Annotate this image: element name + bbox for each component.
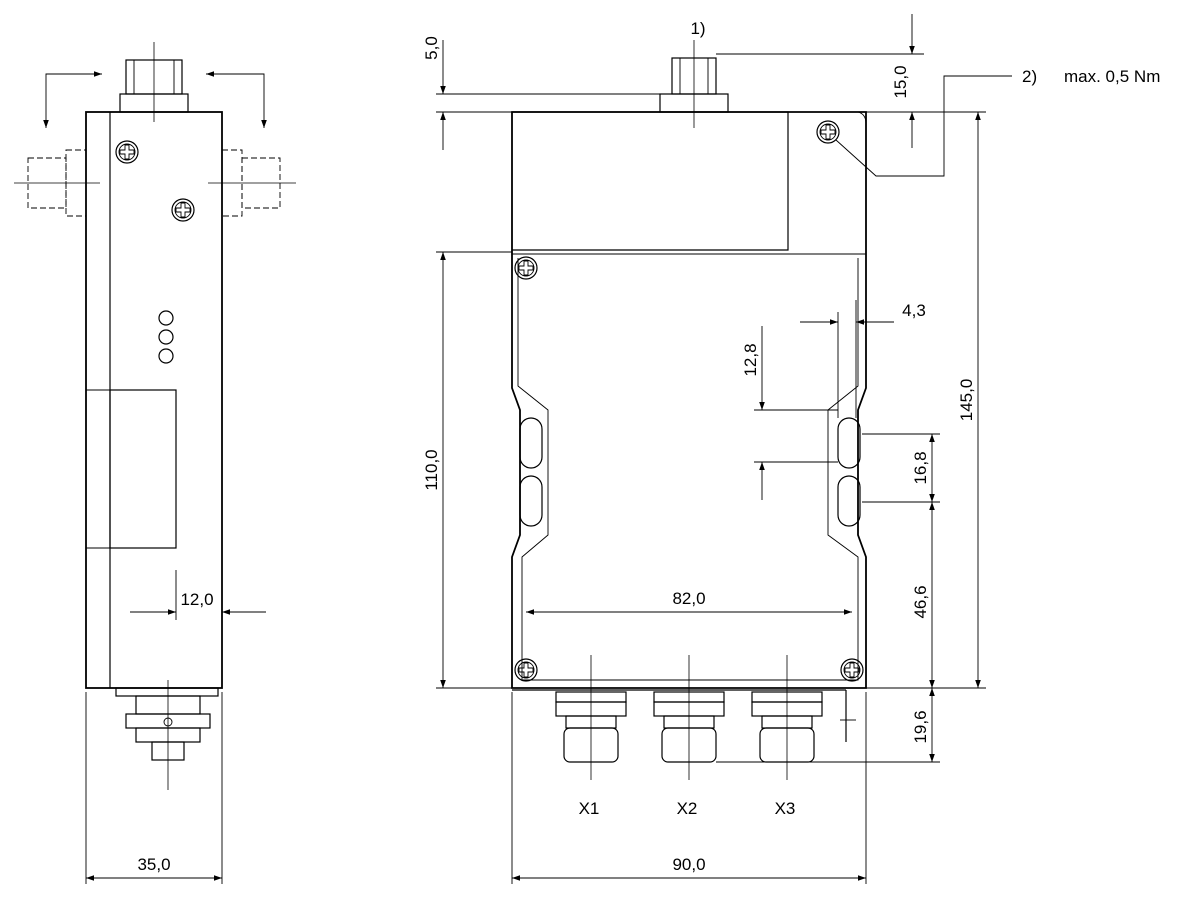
led-indicator: [158, 348, 174, 364]
connector-x1: [555, 655, 627, 780]
dim-total-height: 145,0: [957, 379, 976, 422]
dim-slot-length: 12,8: [741, 343, 760, 376]
connector-x2: [653, 655, 725, 780]
connector-x3: [751, 655, 823, 780]
front-view: X1 X2 X3 1) 2) max. 0,5 Nm 5,0 15,0 145,…: [422, 14, 1160, 884]
dim-slot-bottom: 46,6: [911, 585, 930, 618]
label-x3: X3: [775, 799, 796, 818]
dim-front-width: 90,0: [672, 855, 705, 874]
dim-side-width: 35,0: [137, 855, 170, 874]
mount-slot: [837, 417, 861, 469]
led-indicator: [158, 310, 174, 326]
label-x1: X1: [579, 799, 600, 818]
front-top-connector: [659, 40, 729, 128]
side-label-plate: [109, 389, 177, 549]
dim-top-gap: 5,0: [422, 36, 441, 60]
side-view: 12,0 35,0: [14, 42, 296, 884]
note-2: 2): [1022, 67, 1037, 86]
led-indicator: [158, 329, 174, 345]
dim-mount-spacing: 82,0: [672, 589, 705, 608]
dim-connector-depth: 19,6: [911, 710, 930, 743]
mount-slot: [519, 475, 543, 527]
mount-slot: [837, 475, 861, 527]
side-left-connector: [14, 149, 100, 217]
dim-slot-spacing: 16,8: [911, 451, 930, 484]
dim-slot-offset: 4,3: [902, 301, 926, 320]
torque-note: max. 0,5 Nm: [1064, 67, 1160, 86]
side-bottom-connector: [115, 680, 219, 790]
mount-slot: [519, 417, 543, 469]
side-housing: [85, 111, 223, 689]
dim-connector-height: 15,0: [891, 65, 910, 98]
label-x2: X2: [677, 799, 698, 818]
side-top-connector: [119, 42, 189, 122]
dim-side-depth: 12,0: [180, 590, 213, 609]
rotation-arrows: [43, 71, 267, 128]
side-right-connector: [208, 149, 296, 217]
dim-body-height: 110,0: [422, 449, 441, 490]
note-1: 1): [690, 19, 705, 38]
